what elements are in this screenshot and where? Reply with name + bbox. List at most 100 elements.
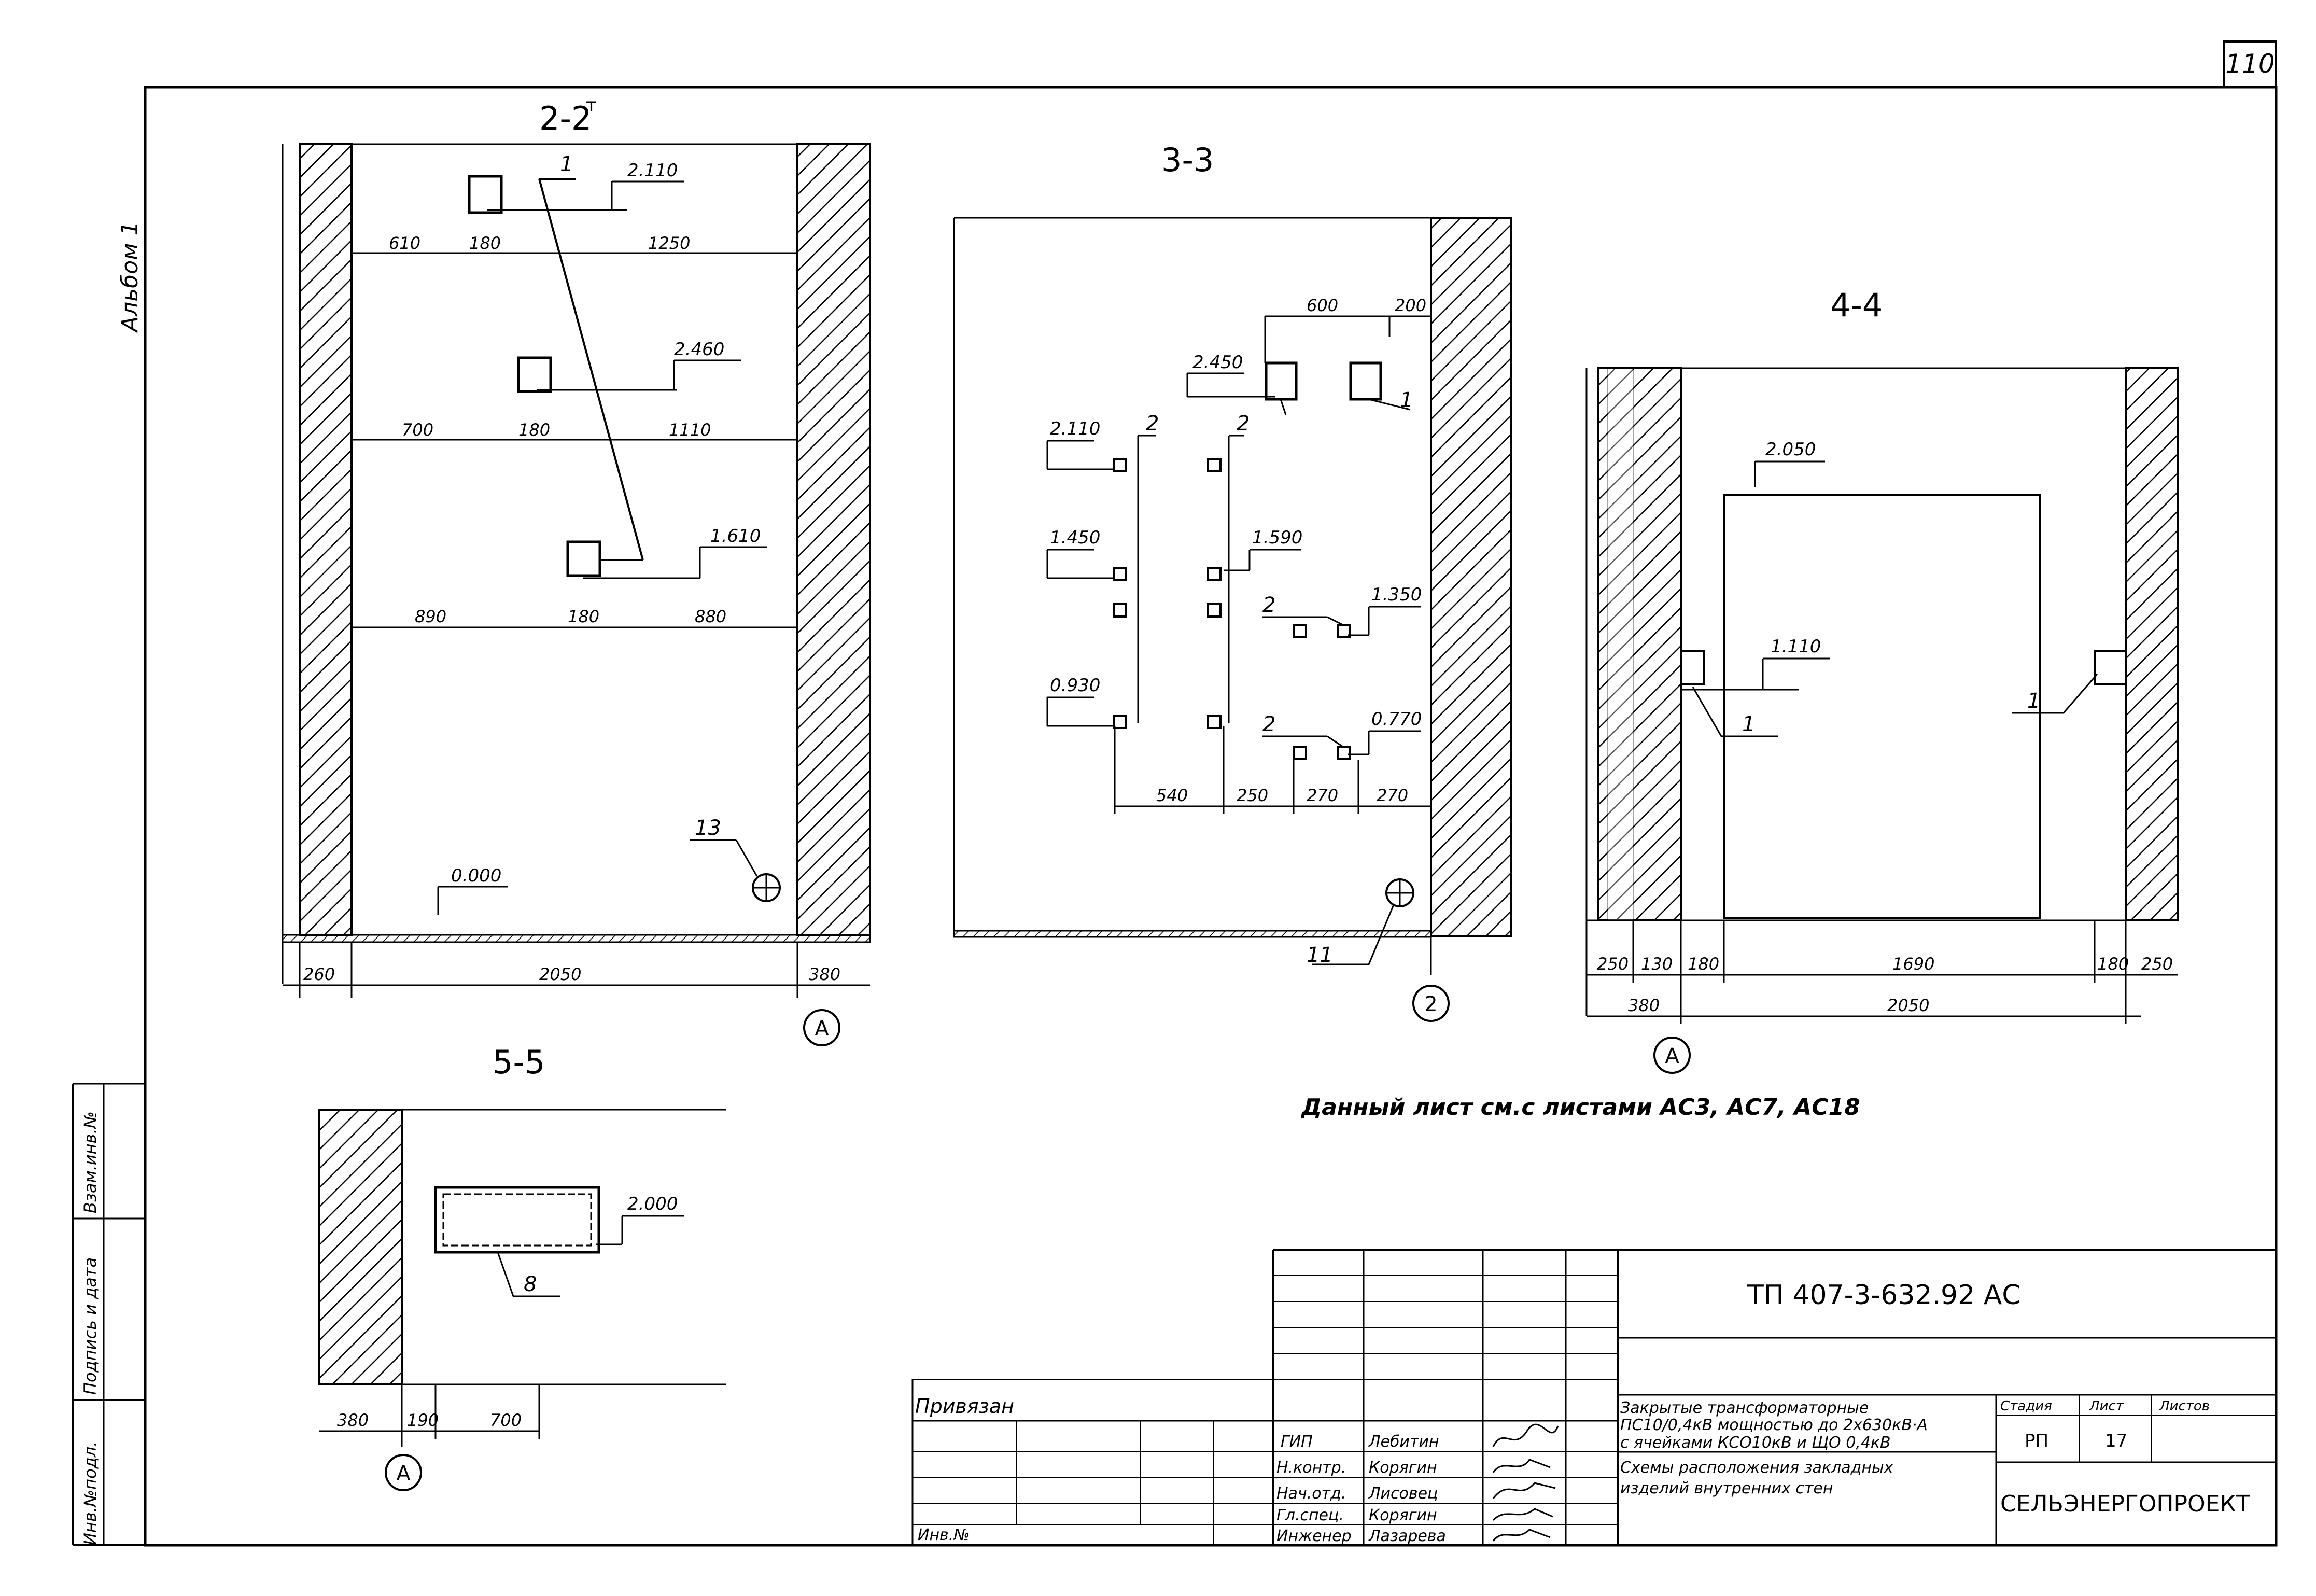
description-line-3: с ячейками КСО10кВ и ЩО 0,4кВ xyxy=(1620,1434,1891,1452)
small-plate xyxy=(1337,746,1351,760)
wall-left xyxy=(299,143,353,936)
level-mark: 1.610 xyxy=(710,526,761,547)
embedded-plate xyxy=(1265,361,1298,401)
dimension: 700 xyxy=(490,1410,522,1430)
small-plate xyxy=(1113,458,1127,472)
level-mark: 2.450 xyxy=(1192,352,1243,373)
embedded-plate xyxy=(1680,650,1705,685)
dimension: 250 xyxy=(2141,954,2173,974)
document-code: ТП 407-3-632.92 АС xyxy=(1747,1280,2021,1311)
dimension: 2050 xyxy=(1887,996,1929,1015)
name-nach-otd: Лисовец xyxy=(1368,1485,1438,1503)
role-gip: ГИП xyxy=(1281,1433,1313,1451)
role-n-kontr: Н.контр. xyxy=(1276,1459,1346,1477)
sheet-header: Лист xyxy=(2089,1398,2124,1414)
position-tag: 2 xyxy=(1237,412,1250,436)
dimension: 180 xyxy=(469,233,501,253)
small-plate xyxy=(1113,567,1127,581)
description-line-1: Закрытые трансформаторные xyxy=(1620,1399,1869,1417)
embedded-plate xyxy=(1349,361,1382,401)
name-inzhener: Лазарева xyxy=(1368,1527,1446,1545)
dimension: 180 xyxy=(518,420,550,440)
sidebar-sign-date: Подпись и дата xyxy=(80,1257,100,1395)
dimension: 270 xyxy=(1307,786,1338,805)
level-mark: 0.930 xyxy=(1050,675,1100,696)
dimension: 380 xyxy=(337,1410,369,1430)
inv-no-label: Инв.№ xyxy=(918,1526,970,1544)
name-gip: Лебитин xyxy=(1368,1433,1439,1451)
description-line-4: Схемы расположения закладных xyxy=(1620,1459,1893,1477)
door-opening xyxy=(1723,494,2041,919)
section-title-mark: т xyxy=(586,95,597,116)
embedded-plate xyxy=(468,175,503,214)
dimension: 380 xyxy=(809,964,840,984)
description-line-5: изделий внутренних стен xyxy=(1620,1479,1833,1497)
dimension: 380 xyxy=(1628,996,1660,1015)
small-plate xyxy=(1337,624,1351,638)
dimension: 1690 xyxy=(1892,954,1934,974)
dimension: 190 xyxy=(407,1410,439,1430)
stage-value: РП xyxy=(2025,1431,2048,1451)
embedded-plate xyxy=(517,356,552,393)
role-gl-spec: Гл.спец. xyxy=(1276,1506,1344,1524)
sidebar-inv-orig: Инв.№подл. xyxy=(80,1441,100,1545)
role-nach-otd: Нач.отд. xyxy=(1276,1485,1346,1503)
level-mark: 1.450 xyxy=(1050,527,1100,548)
axis-marker xyxy=(803,1009,840,1046)
section-2-2: 2-2 т 1 2.110 2.460 1.610 0.000 610 180 xyxy=(282,95,871,1046)
embedded-plate xyxy=(566,540,601,577)
dimension: 270 xyxy=(1377,786,1408,805)
page-number: 110 xyxy=(2225,49,2275,79)
axis-marker xyxy=(1653,1037,1691,1074)
small-plate xyxy=(1293,624,1307,638)
stage-header: Стадия xyxy=(2000,1398,2052,1414)
dimension: 2050 xyxy=(539,964,581,984)
position-tag: 1 xyxy=(1400,388,1413,412)
floor-slab xyxy=(282,934,871,943)
embedded-plate xyxy=(2094,650,2127,685)
sheets-header: Листов xyxy=(2159,1398,2210,1414)
section-3-3: 3-3 600 200 2.450 1 2 2.110 1.450 xyxy=(953,141,1512,1022)
position-tag: 2 xyxy=(1262,593,1275,617)
position-tag: 13 xyxy=(695,816,721,840)
dimension: 130 xyxy=(1641,954,1673,974)
small-plate xyxy=(1207,458,1222,472)
position-tag: 2 xyxy=(1146,412,1159,436)
axis-marker xyxy=(385,1454,422,1491)
name-n-kontr: Корягин xyxy=(1369,1459,1437,1477)
privyazan-label: Привязан xyxy=(915,1395,1014,1418)
level-mark: 2.000 xyxy=(627,1194,678,1214)
dimension: 180 xyxy=(1688,954,1719,974)
level-mark: 2.460 xyxy=(674,339,724,360)
position-tag: 8 xyxy=(524,1272,537,1296)
level-mark: 1.350 xyxy=(1371,584,1422,605)
dimension: 890 xyxy=(415,607,446,626)
section-title: 3-3 xyxy=(1161,141,1214,179)
dimension: 250 xyxy=(1237,786,1268,805)
sidebar-vzam-inv: Взам.инв.№ xyxy=(80,1111,100,1213)
embedded-frame xyxy=(434,1186,600,1254)
dimension: 1110 xyxy=(669,420,711,440)
small-plate xyxy=(1207,567,1222,581)
name-gl-spec: Корягин xyxy=(1369,1506,1437,1524)
dimension: 250 xyxy=(1597,954,1629,974)
floor-slab xyxy=(953,930,1432,938)
position-tag: 2 xyxy=(1262,712,1275,736)
dimension: 260 xyxy=(303,964,335,984)
position-tag: 1 xyxy=(560,152,573,176)
section-title: 2-2 xyxy=(539,100,592,137)
axis-marker xyxy=(1412,985,1450,1022)
section-5-5: 5-5 2.000 8 380 190 700 А xyxy=(318,1043,726,1491)
album-label: Альбом 1 xyxy=(117,221,143,333)
level-mark: 2.110 xyxy=(1050,418,1100,439)
organization-name: СЕЛЬЭНЕРГОПРОЕКТ xyxy=(2000,1491,2250,1517)
position-tag: 11 xyxy=(1307,943,1333,967)
axis-label: 2 xyxy=(1424,992,1437,1016)
small-plate xyxy=(1207,715,1222,729)
dimension: 700 xyxy=(402,420,433,440)
position-tag: 1 xyxy=(2027,689,2040,713)
section-4-4: 4-4 2.050 1.110 1 1 250 130 180 1690 18 xyxy=(1585,286,2179,1074)
small-plate xyxy=(1113,603,1127,618)
small-plate xyxy=(1293,746,1307,760)
